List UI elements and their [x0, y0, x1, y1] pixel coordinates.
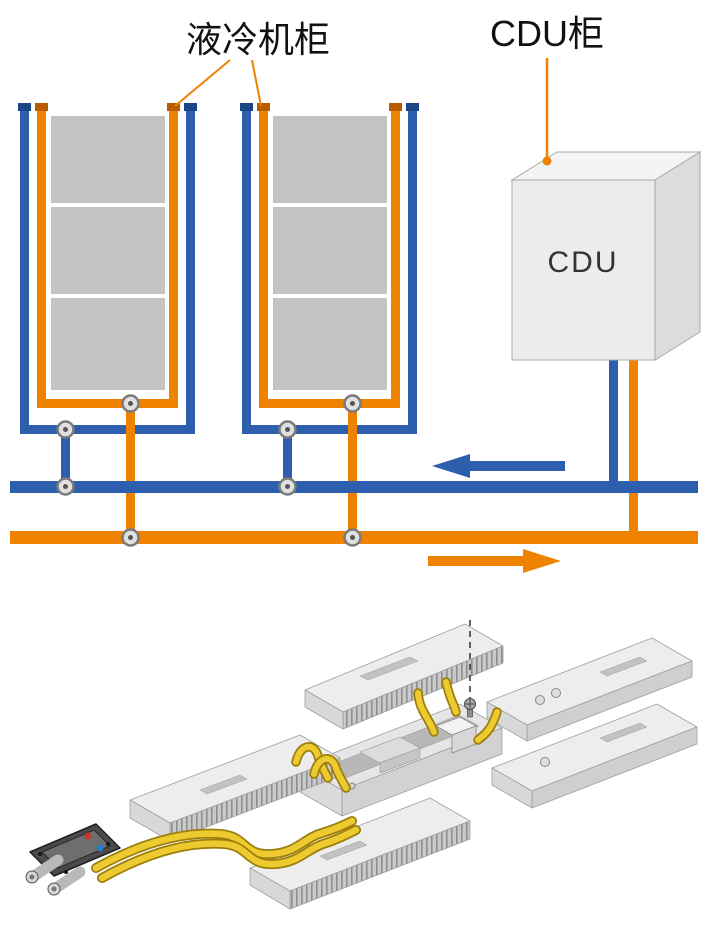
- valve-icon: [343, 528, 362, 547]
- valve-icon: [343, 394, 362, 413]
- standoff-post: [535, 695, 545, 705]
- pipe-cap: [18, 103, 31, 111]
- blue-flow-arrow-icon: [432, 454, 565, 478]
- rack-label-group: 液冷机柜: [174, 19, 330, 107]
- coolant-tube: [443, 679, 459, 715]
- assembly-guide: [464, 620, 476, 718]
- rack2-blue-pipe-bottom: [242, 425, 417, 434]
- rack1-blue-pipe-bottom: [20, 425, 195, 434]
- connector-port: [28, 854, 64, 882]
- connector-screw: [64, 870, 68, 874]
- rack2-blue-drop-pipe: [283, 428, 292, 488]
- cdu-front-face: [511, 179, 656, 361]
- orange-flow-arrow-icon: [428, 549, 561, 573]
- pipe-cap: [184, 103, 197, 111]
- server-box: [51, 207, 165, 294]
- module-end-face: [249, 867, 291, 910]
- connector-screw: [38, 852, 42, 856]
- rack1-blue-pipe-left: [20, 110, 29, 434]
- rack1-blue-pipe-right: [186, 110, 195, 434]
- coolant-tube: [475, 709, 500, 743]
- cold-plate-module-bottom: [249, 797, 471, 910]
- rack-label: 液冷机柜: [186, 19, 330, 60]
- module-vent-slot: [599, 656, 648, 677]
- server-box: [51, 116, 165, 203]
- rack1-orange-drop-pipe: [126, 404, 135, 538]
- standoff-post: [540, 757, 550, 767]
- coolant-tubes-center: [413, 677, 502, 745]
- pipe-cap: [167, 103, 180, 111]
- rack2-orange-pipe-right: [391, 110, 400, 408]
- valve-icon: [278, 420, 297, 439]
- coolant-tubes-left: [291, 742, 351, 793]
- leader-line: [174, 59, 231, 107]
- coolant-tube: [415, 690, 437, 735]
- connector-screw: [106, 842, 110, 846]
- server-box: [273, 298, 387, 390]
- valve-icon: [121, 394, 140, 413]
- pipe-cap: [240, 103, 253, 111]
- rack1-blue-drop-pipe: [61, 428, 70, 488]
- module-end-face: [304, 689, 344, 730]
- module-vent-slot: [319, 840, 368, 861]
- tray-inner-block-face: [379, 747, 421, 774]
- pipe-cap: [35, 103, 48, 111]
- exploded-cold-plate-view: [25, 620, 698, 910]
- hot-port-marker: [84, 832, 92, 840]
- leader-dot: [542, 156, 552, 166]
- server-box: [273, 116, 387, 203]
- pipe-cap: [389, 103, 402, 111]
- rack2-orange-pipe-left: [259, 110, 268, 408]
- server-box: [51, 298, 165, 390]
- cdu-orange-pipe: [629, 355, 638, 535]
- coolant-tube: [311, 756, 349, 791]
- module-vent-slot: [199, 774, 248, 795]
- cold-plate-module-top: [304, 623, 504, 730]
- rack2-orange-drop-pipe: [348, 404, 357, 538]
- cold-plate-module-right-lower: [491, 703, 698, 809]
- coolant-tube: [293, 744, 331, 781]
- chassis-tray: [299, 703, 503, 817]
- coolant-hose: [92, 817, 356, 872]
- valve-icon: [56, 477, 75, 496]
- rack-1: [18, 103, 197, 538]
- piping-schematic: CDU 液冷机柜 CDU柜: [10, 13, 702, 573]
- quick-connector: [25, 823, 121, 896]
- server-box: [273, 207, 387, 294]
- rack-2: [240, 103, 419, 538]
- rack1-orange-pipe-right: [169, 110, 178, 408]
- cdu-box: CDU: [510, 151, 702, 361]
- connector-port-hole: [29, 874, 35, 880]
- valve-icon: [278, 477, 297, 496]
- valve-icons: [56, 394, 362, 547]
- pipe-cap: [257, 103, 270, 111]
- coolant-hose-pair: [91, 816, 361, 883]
- connector-port-hole: [51, 886, 57, 892]
- rack1-orange-pipe-left: [37, 110, 46, 408]
- cdu-box-label: CDU: [548, 246, 619, 279]
- valve-icon: [121, 528, 140, 547]
- cdu-right-face: [654, 151, 701, 361]
- cdu-blue-pipe: [609, 355, 618, 485]
- module-end-face: [491, 767, 533, 809]
- blue-main-pipe: [10, 481, 698, 493]
- standoff-post: [551, 688, 561, 698]
- coolant-hose: [98, 826, 360, 882]
- rack2-blue-pipe-right: [408, 110, 417, 434]
- cold-plate-module-left: [129, 734, 341, 842]
- rack2-orange-pipe-bottom: [259, 399, 400, 408]
- cold-port-marker: [96, 844, 104, 852]
- leader-line: [251, 59, 262, 107]
- cdu-cabinet-label: CDU柜: [490, 13, 604, 54]
- connector-port: [50, 866, 86, 894]
- module-vent-slot: [599, 722, 648, 743]
- rack1-orange-pipe-bottom: [37, 399, 178, 408]
- pipe-cap: [406, 103, 419, 111]
- valve-icon: [56, 420, 75, 439]
- rack2-blue-pipe-left: [242, 110, 251, 434]
- cold-plate-module-right-upper: [486, 637, 693, 742]
- cdu-label-group: CDU柜: [490, 13, 604, 166]
- module-vent-slot: [359, 656, 419, 681]
